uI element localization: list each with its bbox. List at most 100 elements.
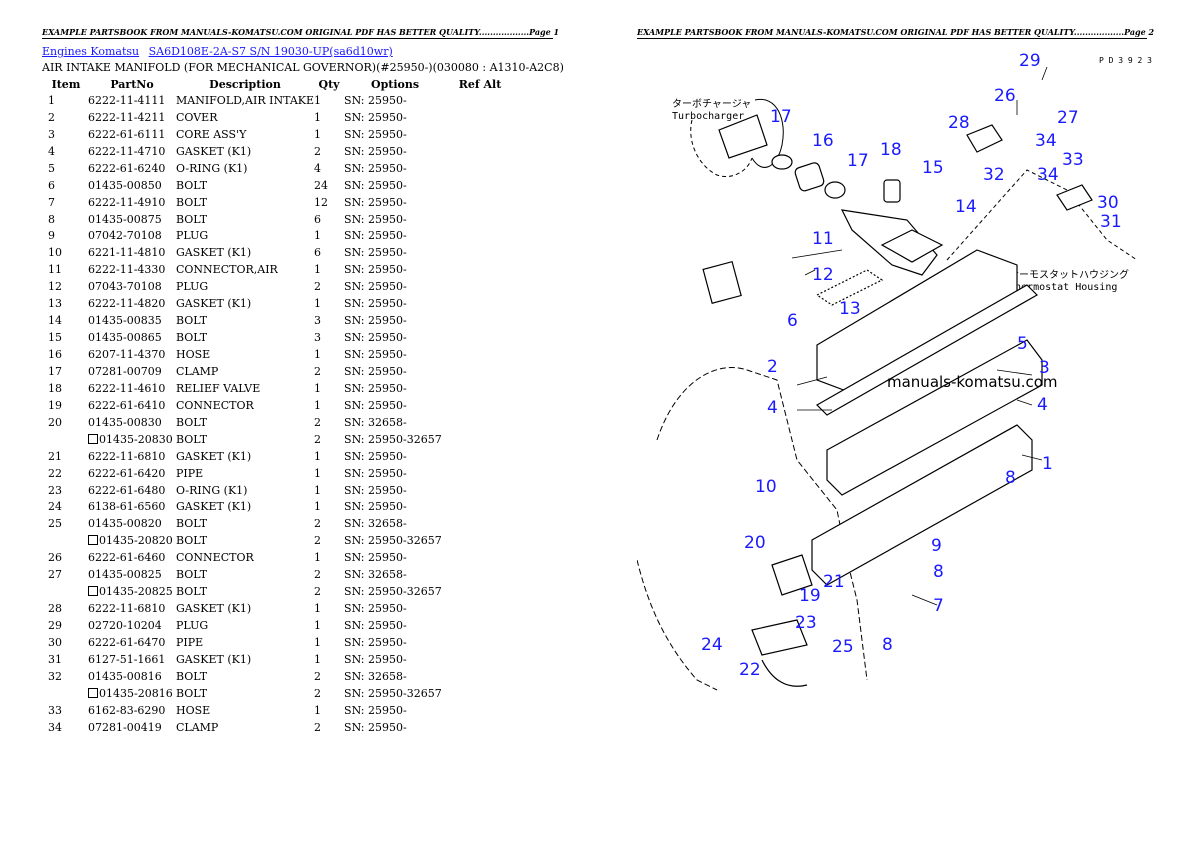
row-item-text: 27 bbox=[48, 568, 62, 582]
row-description-text: BOLT bbox=[176, 585, 208, 599]
callout-11: 11 bbox=[812, 229, 834, 249]
row-item-text: 24 bbox=[48, 500, 62, 514]
row-options: SN: 25950-32657 bbox=[344, 583, 446, 600]
row-options: SN: 25950- bbox=[344, 634, 446, 651]
row-partno: 01435-20820 bbox=[88, 532, 176, 549]
row-qty-text: 2 bbox=[314, 568, 322, 582]
row-qty: 3 bbox=[314, 329, 344, 346]
row-qty: 1 bbox=[314, 702, 344, 719]
row-options-text: SN: 25950- bbox=[344, 619, 407, 633]
alt-part-checkbox[interactable] bbox=[88, 586, 98, 597]
thermostat-label-en: Thermostat Housing bbox=[1009, 282, 1117, 293]
row-ref-alt bbox=[446, 651, 514, 668]
row-ref-alt bbox=[446, 295, 514, 312]
row-description: HOSE bbox=[176, 346, 314, 363]
row-item: 4 bbox=[42, 143, 88, 160]
row-ref-alt bbox=[446, 346, 514, 363]
row-description-text: PLUG bbox=[176, 229, 209, 243]
row-partno: 01435-00820 bbox=[88, 515, 176, 532]
row-partno-text: 6222-11-4910 bbox=[88, 195, 166, 209]
row-qty-text: 24 bbox=[314, 178, 329, 192]
row-options: SN: 25950- bbox=[344, 465, 446, 482]
row-item: 18 bbox=[42, 380, 88, 397]
row-description: O-RING (K1) bbox=[176, 160, 314, 177]
parts-table: Item PartNo Description Qty Options Ref … bbox=[42, 77, 514, 736]
row-options-text: SN: 25950- bbox=[344, 398, 407, 412]
row-ref-alt bbox=[446, 261, 514, 278]
row-ref-alt bbox=[446, 499, 514, 516]
row-description-text: CONNECTOR,AIR bbox=[176, 263, 278, 277]
row-qty: 6 bbox=[314, 211, 344, 228]
row-item: 23 bbox=[42, 482, 88, 499]
row-item: 21 bbox=[42, 448, 88, 465]
row-item-text: 32 bbox=[48, 669, 62, 683]
callout-2: 2 bbox=[767, 357, 778, 377]
row-qty-text: 1 bbox=[314, 602, 322, 616]
row-description: PLUG bbox=[176, 278, 314, 295]
row-description: BOLT bbox=[176, 194, 314, 211]
alt-part-checkbox[interactable] bbox=[88, 687, 98, 698]
row-options-text: SN: 25950- bbox=[344, 110, 407, 124]
row-ref-alt bbox=[446, 160, 514, 177]
row-options: SN: 25950-32657 bbox=[344, 532, 446, 549]
callout-27: 27 bbox=[1057, 108, 1079, 128]
row-item: 30 bbox=[42, 634, 88, 651]
row-item-text: 12 bbox=[48, 280, 62, 294]
row-description-text: CORE ASS'Y bbox=[176, 127, 247, 141]
row-partno-text: 01435-00820 bbox=[88, 517, 162, 531]
row-qty: 2 bbox=[314, 583, 344, 600]
row-options: SN: 25950-32657 bbox=[344, 431, 446, 448]
row-partno-text: 6207-11-4370 bbox=[88, 348, 166, 362]
row-description: PIPE bbox=[176, 634, 314, 651]
row-item: 2 bbox=[42, 109, 88, 126]
callout-19: 19 bbox=[799, 586, 821, 606]
row-item: 24 bbox=[42, 499, 88, 516]
row-partno-text: 6222-61-6460 bbox=[88, 551, 166, 565]
row-item: 26 bbox=[42, 549, 88, 566]
row-description-text: GASKET (K1) bbox=[176, 246, 252, 260]
row-partno-text: 02720-10204 bbox=[88, 619, 162, 633]
row-partno-text: 6222-11-4111 bbox=[88, 93, 166, 107]
callout-32: 32 bbox=[983, 165, 1005, 185]
row-description: BOLT bbox=[176, 329, 314, 346]
callout-8: 8 bbox=[882, 635, 893, 655]
row-options-text: SN: 25950- bbox=[344, 212, 407, 226]
turbocharger-label-en: Turbocharger bbox=[672, 111, 744, 122]
row-item-text: 8 bbox=[48, 212, 55, 226]
row-qty-text: 3 bbox=[314, 314, 322, 328]
row-options: SN: 25950-32657 bbox=[344, 685, 446, 702]
callout-5: 5 bbox=[1017, 334, 1028, 354]
row-ref-alt bbox=[446, 719, 514, 736]
callout-34: 34 bbox=[1037, 165, 1059, 185]
row-partno: 6222-61-6111 bbox=[88, 126, 176, 143]
row-item-text: 31 bbox=[48, 652, 62, 666]
callout-28: 28 bbox=[948, 113, 970, 133]
row-partno: 01435-00835 bbox=[88, 312, 176, 329]
row-description-text: BOLT bbox=[176, 212, 208, 226]
callout-16: 16 bbox=[812, 131, 834, 151]
row-item-text: 21 bbox=[48, 449, 62, 463]
row-partno-text: 01435-00850 bbox=[88, 178, 162, 192]
alt-part-checkbox[interactable] bbox=[88, 433, 98, 444]
row-description-text: GASKET (K1) bbox=[176, 144, 252, 158]
row-qty-text: 1 bbox=[314, 263, 322, 277]
row-ref-alt bbox=[446, 414, 514, 431]
row-partno-text: 6222-61-6240 bbox=[88, 161, 166, 175]
row-item: 12 bbox=[42, 278, 88, 295]
breadcrumb-link-engines[interactable]: Engines Komatsu bbox=[42, 45, 140, 58]
row-description: BOLT bbox=[176, 312, 314, 329]
callout-13: 13 bbox=[839, 299, 861, 319]
row-options-text: SN: 25950- bbox=[344, 602, 407, 616]
row-options-text: SN: 25950-32657 bbox=[344, 686, 442, 700]
breadcrumb-link-model[interactable]: SA6D108E-2A-S7 S/N 19030-UP(sa6d10wr) bbox=[148, 45, 393, 58]
alt-part-checkbox[interactable] bbox=[88, 535, 98, 546]
